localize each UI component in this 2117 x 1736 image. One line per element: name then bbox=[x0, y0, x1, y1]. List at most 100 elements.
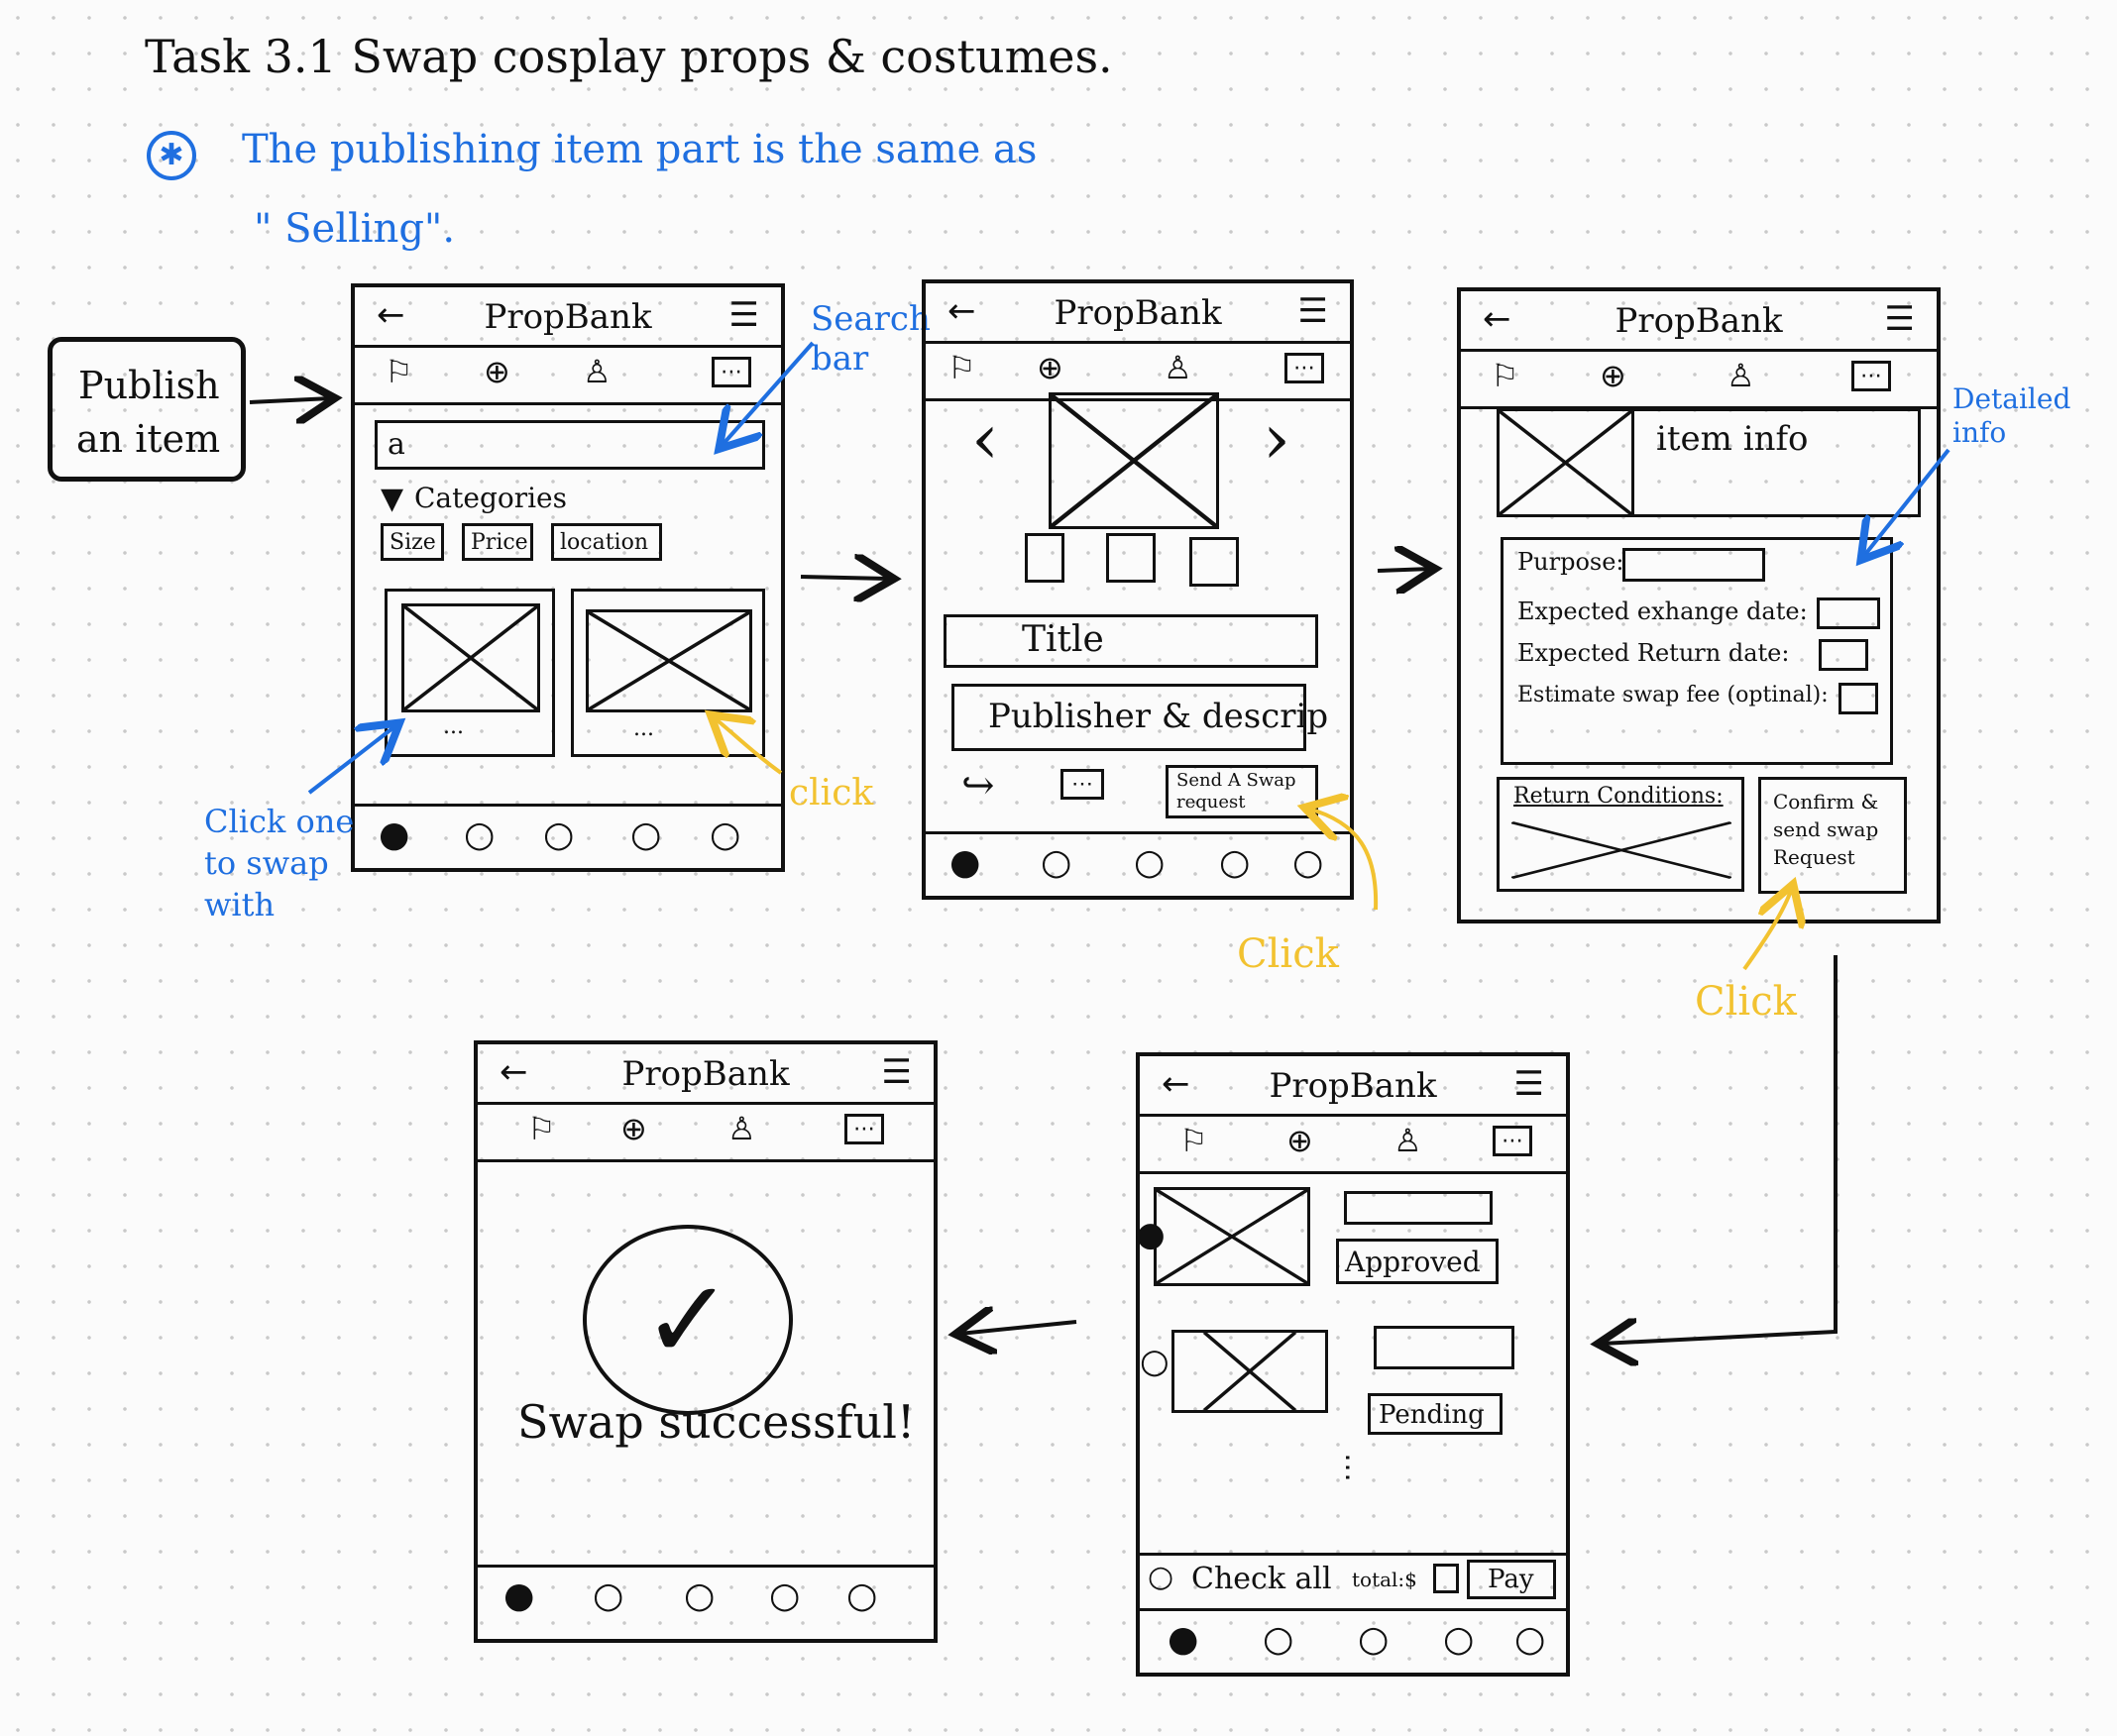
arrow-search-to-detail bbox=[800, 577, 890, 579]
tab-icon[interactable]: ○ bbox=[1292, 842, 1324, 883]
note-line-1: The publishing item part is the same as bbox=[242, 127, 1038, 172]
back-arrow-icon[interactable]: ← bbox=[377, 295, 405, 335]
arrow-click-confirm bbox=[1742, 888, 1792, 971]
swap-fee-input[interactable] bbox=[1838, 683, 1878, 714]
publish-line-2: an item bbox=[76, 417, 221, 461]
tab-home-icon[interactable]: ● bbox=[379, 814, 410, 855]
tab-icon[interactable]: ○ bbox=[769, 1575, 801, 1616]
tab-icon[interactable]: ○ bbox=[1514, 1619, 1546, 1660]
tab-home-icon[interactable]: ● bbox=[1168, 1619, 1199, 1660]
flag-icon[interactable]: ⚐ bbox=[1491, 357, 1519, 394]
back-arrow-icon[interactable]: ← bbox=[1162, 1064, 1190, 1104]
item-image-placeholder bbox=[1500, 411, 1634, 514]
person-icon[interactable]: ♙ bbox=[1727, 357, 1755, 394]
menu-icon[interactable]: ☰ bbox=[1297, 291, 1328, 331]
request-image-placeholder bbox=[1171, 1330, 1328, 1413]
send-swap-request-button[interactable]: Send A Swap request bbox=[1166, 765, 1318, 818]
tab-icon[interactable]: ○ bbox=[684, 1575, 716, 1616]
thumbnail[interactable] bbox=[1106, 533, 1156, 583]
swap-fee-label: Estimate swap fee (optinal): bbox=[1517, 683, 1829, 707]
filter-size[interactable]: Size bbox=[381, 523, 444, 561]
tab-icon[interactable]: ○ bbox=[1041, 842, 1072, 883]
item-card[interactable]: ... bbox=[385, 589, 555, 757]
screen-swap-success: ← PropBank ☰ ⚐ ⊕ ♙ ⋯ ✓ Swap successful! … bbox=[474, 1040, 938, 1643]
more-items-indicator: ⋯ bbox=[1330, 1453, 1365, 1482]
flag-icon[interactable]: ⚐ bbox=[1179, 1122, 1208, 1159]
person-icon[interactable]: ♙ bbox=[583, 353, 612, 390]
publish-item-box[interactable]: Publish an item bbox=[48, 337, 246, 482]
filter-price[interactable]: Price bbox=[462, 523, 533, 561]
next-image-icon[interactable]: › bbox=[1263, 398, 1290, 480]
message-icon[interactable]: ⋯ bbox=[1060, 769, 1104, 800]
menu-icon[interactable]: ☰ bbox=[1884, 299, 1915, 339]
exchange-date-input[interactable] bbox=[1817, 597, 1880, 629]
flag-icon[interactable]: ⚐ bbox=[385, 353, 413, 390]
tab-icon[interactable]: ○ bbox=[1134, 842, 1166, 883]
tab-home-icon[interactable]: ● bbox=[949, 842, 981, 883]
add-icon[interactable]: ⊕ bbox=[1600, 357, 1626, 394]
arrow-click-one-annotation bbox=[307, 725, 396, 795]
purpose-input[interactable] bbox=[1622, 548, 1765, 582]
back-arrow-icon[interactable]: ← bbox=[947, 291, 976, 331]
check-all-radio[interactable]: ○ bbox=[1148, 1560, 1174, 1594]
tab-icon[interactable]: ○ bbox=[464, 814, 496, 855]
screen-item-detail: ← PropBank ☰ ⚐ ⊕ ♙ ⋯ ‹ › Title Publisher… bbox=[922, 279, 1354, 900]
filter-location[interactable]: location bbox=[551, 523, 662, 561]
menu-icon[interactable]: ☰ bbox=[728, 295, 759, 335]
prev-image-icon[interactable]: ‹ bbox=[971, 398, 999, 480]
tab-icon[interactable]: ○ bbox=[1358, 1619, 1390, 1660]
person-icon[interactable]: ♙ bbox=[1164, 349, 1192, 386]
tab-icon[interactable]: ○ bbox=[630, 814, 662, 855]
tab-icon[interactable]: ○ bbox=[593, 1575, 624, 1616]
screen-search: ← PropBank ☰ ⚐ ⊕ ♙ ⋯ a ▼ Categories Size… bbox=[351, 283, 785, 872]
tab-icon[interactable]: ○ bbox=[1443, 1619, 1475, 1660]
tab-icon[interactable]: ○ bbox=[846, 1575, 878, 1616]
tab-icon[interactable]: ○ bbox=[710, 814, 741, 855]
menu-icon[interactable]: ☰ bbox=[881, 1052, 912, 1092]
chat-icon[interactable]: ⋯ bbox=[1284, 353, 1324, 383]
add-icon[interactable]: ⊕ bbox=[1037, 349, 1063, 386]
person-icon[interactable]: ♙ bbox=[727, 1110, 756, 1147]
back-arrow-icon[interactable]: ← bbox=[500, 1052, 528, 1092]
menu-icon[interactable]: ☰ bbox=[1513, 1064, 1544, 1104]
request-title-placeholder bbox=[1344, 1191, 1493, 1225]
tab-icon[interactable]: ○ bbox=[1219, 842, 1251, 883]
thumbnail[interactable] bbox=[1025, 533, 1064, 583]
back-arrow-icon[interactable]: ← bbox=[1483, 299, 1511, 339]
description-field: Publisher & descrip bbox=[951, 684, 1328, 751]
row-selected-radio[interactable]: ● bbox=[1136, 1215, 1166, 1254]
flag-icon[interactable]: ⚐ bbox=[527, 1110, 556, 1147]
add-icon[interactable]: ⊕ bbox=[620, 1110, 647, 1147]
app-title: PropBank bbox=[1054, 293, 1222, 333]
chat-icon[interactable]: ⋯ bbox=[1493, 1126, 1532, 1156]
return-date-input[interactable] bbox=[1819, 639, 1868, 671]
item-image-placeholder bbox=[401, 603, 540, 712]
row-radio[interactable]: ○ bbox=[1140, 1342, 1170, 1381]
chat-icon[interactable]: ⋯ bbox=[712, 357, 751, 387]
chat-icon[interactable]: ⋯ bbox=[844, 1114, 884, 1144]
confirm-send-button[interactable]: Confirm & send swap Request bbox=[1758, 777, 1907, 894]
annotation-search-bar: Search bar bbox=[811, 299, 931, 379]
return-date-label: Expected Return date: bbox=[1517, 639, 1790, 667]
thumbnail[interactable] bbox=[1189, 537, 1239, 587]
pay-button[interactable]: Pay bbox=[1467, 1560, 1556, 1599]
share-icon[interactable]: ↪ bbox=[961, 763, 995, 809]
annotation-click-confirm: Click bbox=[1695, 979, 1797, 1025]
arrow-click-card bbox=[714, 717, 783, 775]
add-icon[interactable]: ⊕ bbox=[1286, 1122, 1313, 1159]
request-image-placeholder bbox=[1154, 1187, 1310, 1286]
success-check-icon: ✓ bbox=[583, 1225, 793, 1415]
app-header: ← PropBank ☰ bbox=[926, 283, 1350, 344]
bottom-tabbar: ● ○ ○ ○ ○ bbox=[478, 1565, 934, 1639]
status-pending-text: Pending bbox=[1379, 1400, 1485, 1430]
total-label: total:$ bbox=[1352, 1568, 1417, 1591]
tab-icon[interactable]: ○ bbox=[543, 814, 575, 855]
tab-icon[interactable]: ○ bbox=[1263, 1619, 1294, 1660]
chat-icon[interactable]: ⋯ bbox=[1851, 361, 1891, 391]
add-icon[interactable]: ⊕ bbox=[484, 353, 510, 390]
person-icon[interactable]: ♙ bbox=[1393, 1122, 1422, 1159]
item-card[interactable]: ... bbox=[571, 589, 765, 757]
tab-home-icon[interactable]: ● bbox=[503, 1575, 535, 1616]
flag-icon[interactable]: ⚐ bbox=[947, 349, 976, 386]
search-input[interactable]: a bbox=[375, 420, 765, 470]
